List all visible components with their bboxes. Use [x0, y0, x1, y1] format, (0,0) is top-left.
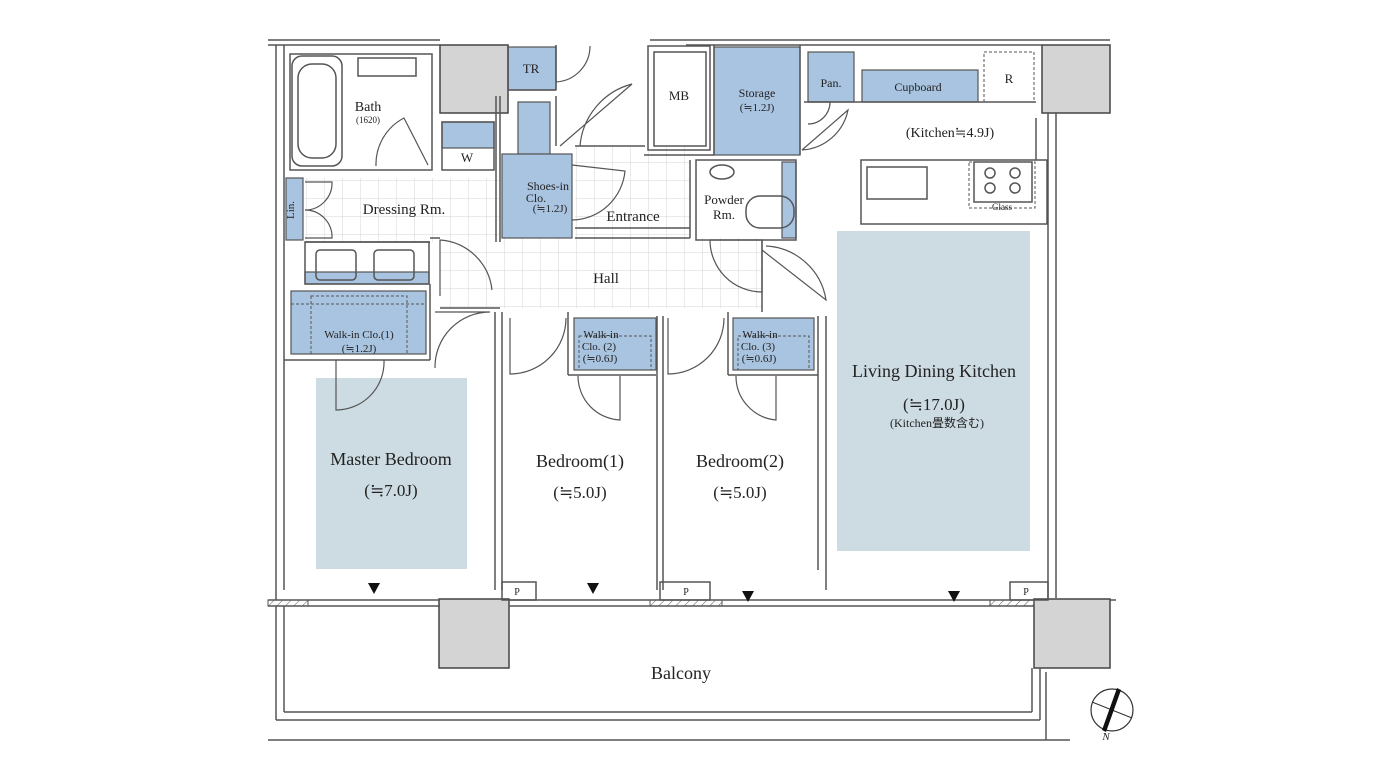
bedroom-1-size: (≒5.0J) — [553, 483, 606, 502]
bedroom-2-label: Bedroom(2) — [696, 451, 784, 472]
shoes-closet-label-2: Clo. — [526, 191, 546, 205]
glass-label: Glass — [992, 202, 1012, 212]
bedroom-2-size: (≒5.0J) — [713, 483, 766, 502]
north-label: N — [1101, 731, 1110, 743]
refrigerator-label: R — [1005, 71, 1014, 86]
hall-floor — [440, 238, 762, 308]
hall-label: Hall — [593, 271, 619, 287]
wic2-label: Walk-in — [583, 329, 619, 341]
wic1-size: (≒1.2J) — [342, 343, 377, 355]
storage-room — [713, 46, 801, 156]
powder-room-label-2: Rm. — [713, 207, 735, 222]
wic1-label: Walk-in Clo.(1) — [324, 329, 394, 341]
column-top-right — [1041, 44, 1111, 114]
mb-label: MB — [669, 88, 690, 103]
ldk-floor — [837, 231, 1030, 551]
wic2-label-2: Clo. (2) — [582, 341, 617, 353]
bath-size-label: (1620) — [356, 115, 380, 125]
tr-label: TR — [523, 61, 540, 76]
shoes-closet — [501, 153, 573, 239]
wic3-label: Walk-in — [742, 329, 778, 341]
linen-label: Lin. — [285, 201, 297, 219]
column-top-left — [439, 44, 509, 114]
bedroom-1-label: Bedroom(1) — [536, 451, 624, 472]
linen-closet — [285, 177, 304, 241]
entrance-floor — [575, 146, 690, 238]
master-bedroom-floor — [316, 378, 467, 569]
ldk-size: (≒17.0J) — [903, 395, 965, 414]
shoes-closet-size: (≒1.2J) — [533, 203, 568, 215]
wic3-size: (≒0.6J) — [742, 353, 777, 365]
pipe-shaft-3: P — [1023, 587, 1029, 598]
washer-label: W — [461, 150, 474, 165]
bath-label: Bath — [355, 100, 381, 115]
column-bottom-right — [1033, 598, 1111, 669]
wic3-label-2: Clo. (3) — [741, 341, 776, 353]
dressing-room-label: Dressing Rm. — [363, 202, 446, 218]
powder-room-label: Powder — [704, 192, 744, 207]
kitchen-label: (Kitchen≒4.9J) — [906, 126, 995, 141]
dressing-floor — [305, 178, 500, 242]
storage-label: Storage — [739, 86, 776, 100]
ldk-note: (Kitchen畳数含む) — [890, 415, 984, 430]
cupboard-label: Cupboard — [894, 80, 941, 94]
shoes-closet-upper — [517, 101, 551, 155]
entrance-label: Entrance — [606, 209, 660, 225]
ldk-label: Living Dining Kitchen — [852, 361, 1016, 381]
storage-size: (≒1.2J) — [740, 102, 775, 114]
wic2-size: (≒0.6J) — [583, 353, 618, 365]
balcony-label: Balcony — [651, 663, 711, 683]
cupboard — [861, 69, 979, 103]
north-compass-icon: N — [1090, 688, 1134, 743]
shoes-closet-label: Shoes-in — [527, 179, 569, 193]
master-bedroom-size: (≒7.0J) — [364, 481, 417, 500]
washer-shelf — [441, 121, 495, 149]
pipe-shaft-2: P — [683, 587, 689, 598]
master-bedroom-label: Master Bedroom — [330, 449, 451, 469]
pipe-shaft-1: P — [514, 587, 520, 598]
pantry-label: Pan. — [821, 76, 842, 90]
column-bottom-left — [438, 598, 510, 669]
vanity-counter — [304, 271, 430, 285]
